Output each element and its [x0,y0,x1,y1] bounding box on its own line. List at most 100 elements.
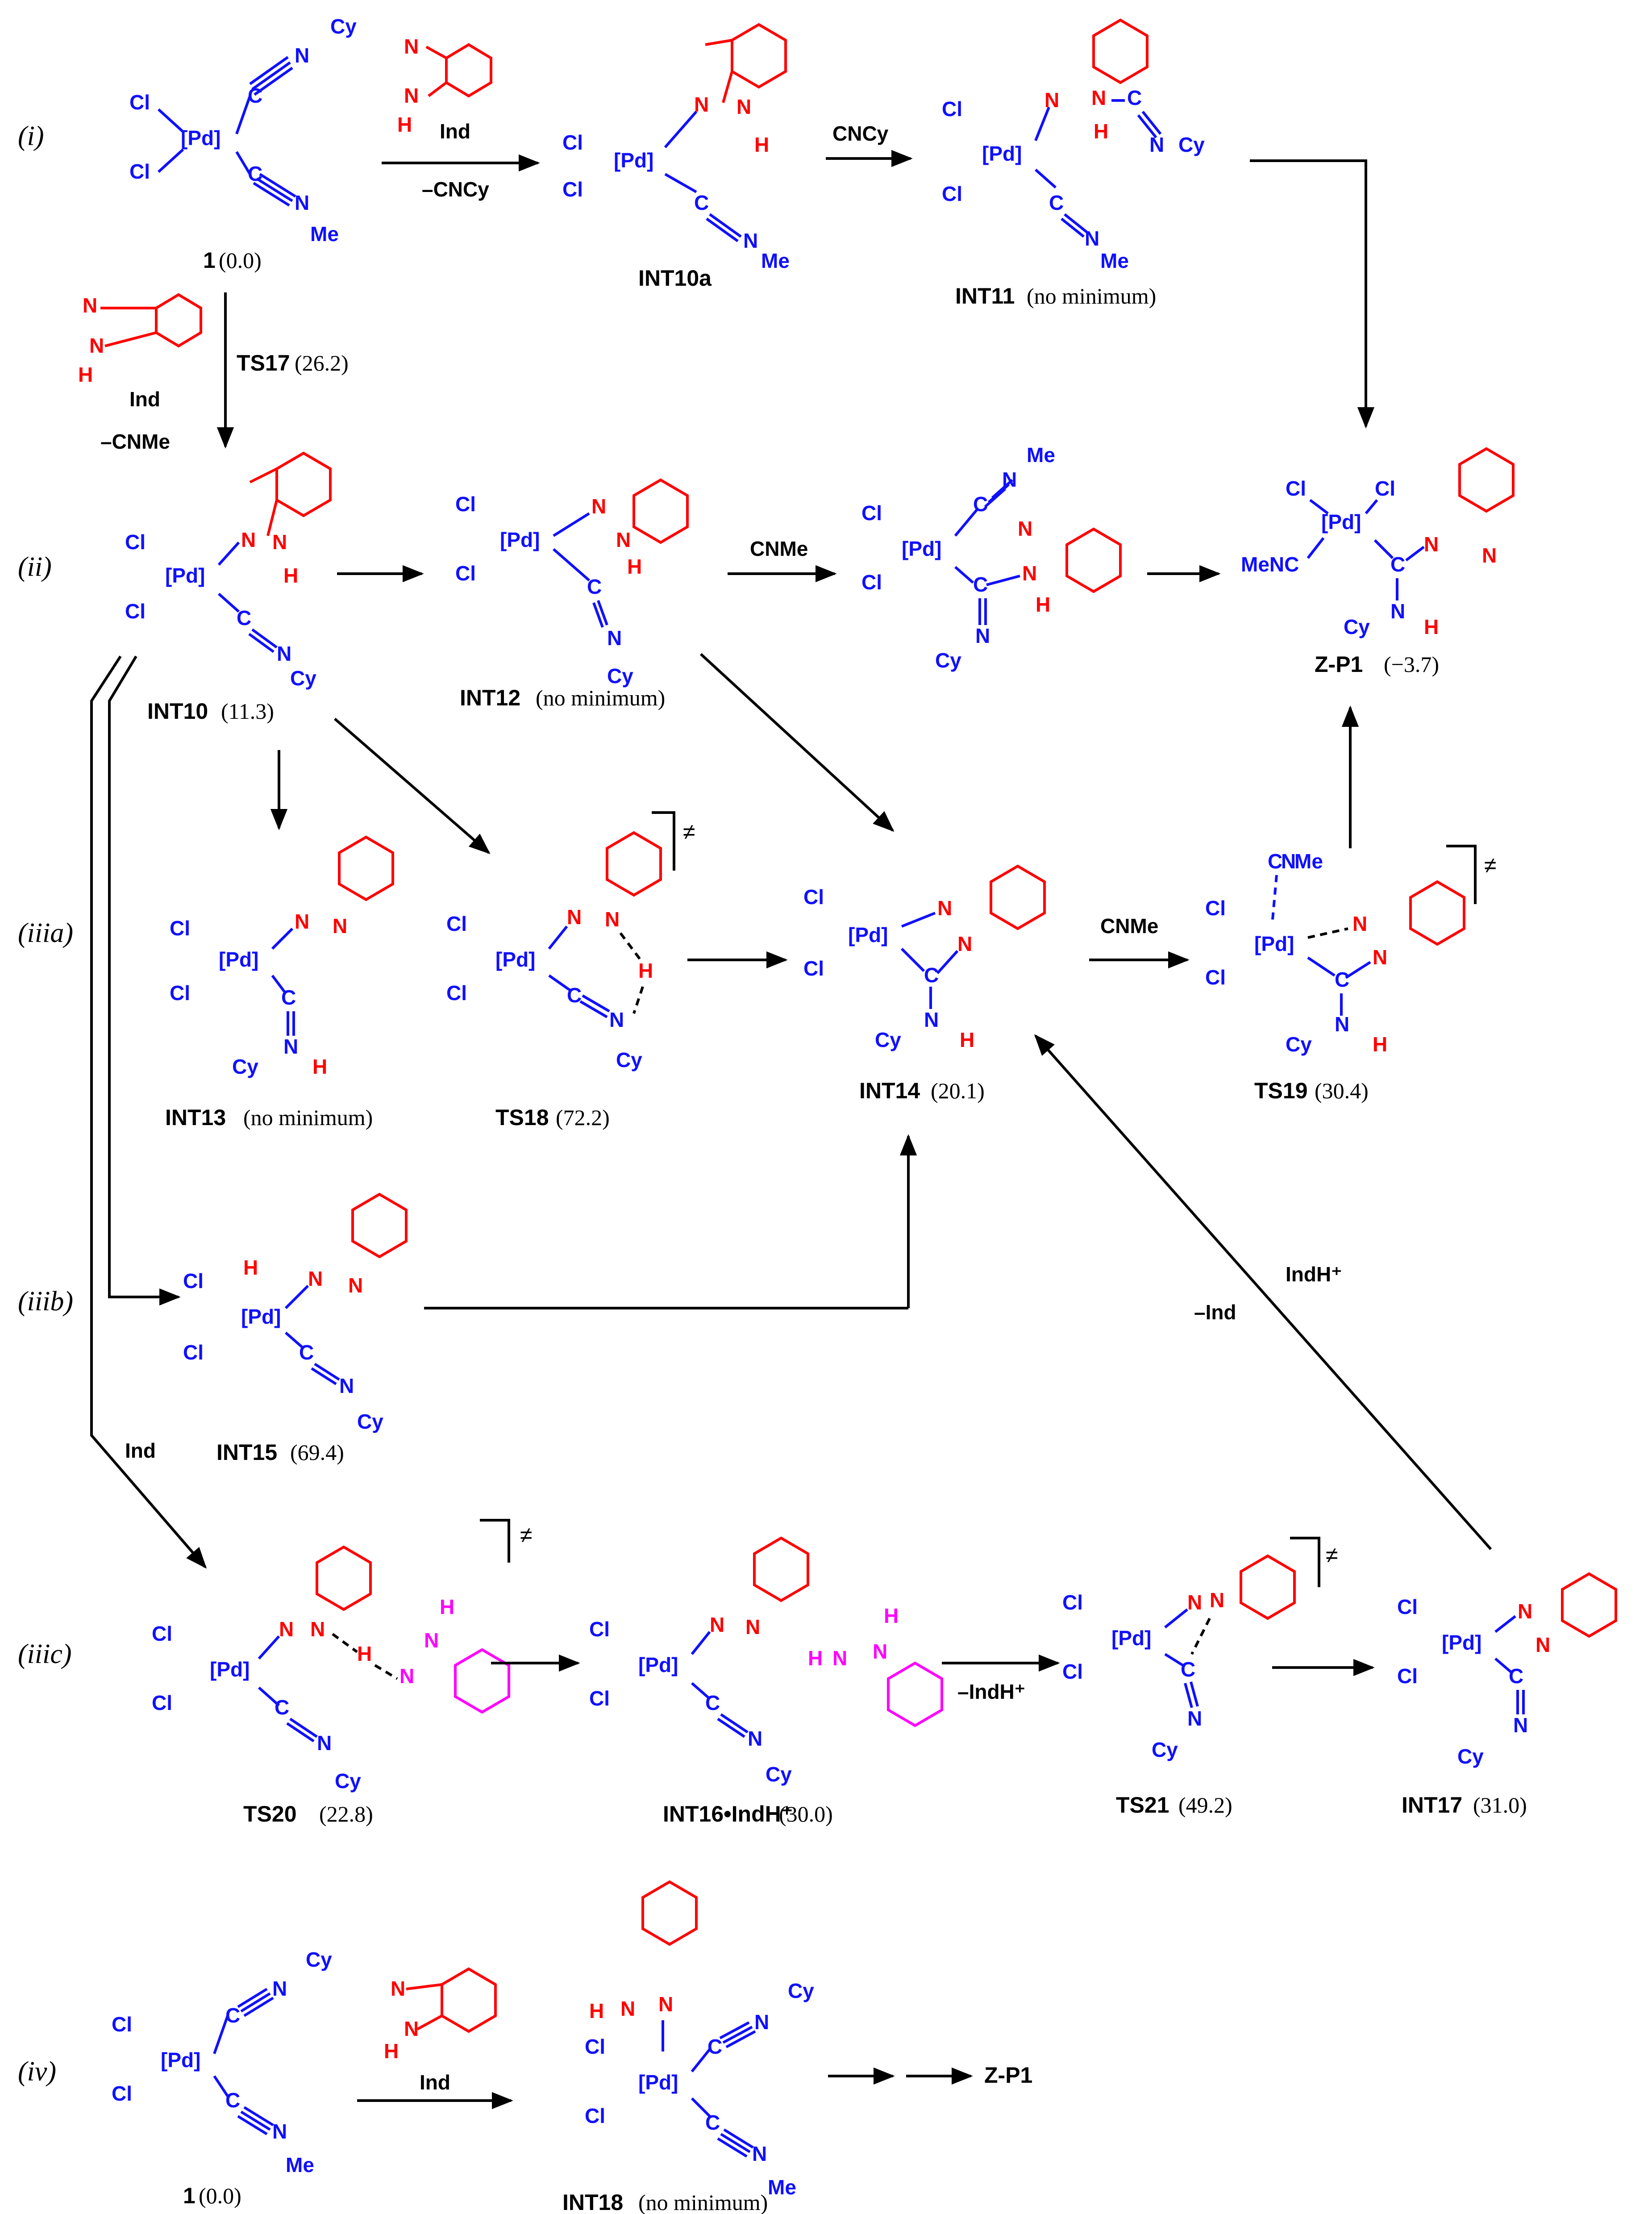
ts-symbol-ts20: ≠ [520,1522,532,1547]
atom-cl: Cl [152,1622,172,1645]
atom-pd: [Pd] [241,1305,281,1328]
atom-h: H [627,555,642,578]
structure-int15: Cl Cl [Pd] H N N C N Cy [183,1192,408,1433]
atom-me: Me [761,249,790,272]
label-zp1: Z-P1 [1315,652,1363,677]
label-int18: INT18 [562,2190,623,2214]
cond-ind-2: Ind [129,388,160,411]
label-ts19: TS19 [1254,1078,1308,1103]
atom-cy: Cy [335,1769,361,1793]
atom-cy: Cy [306,1948,332,1971]
atom-cy: Cy [1178,133,1205,156]
row-label-iiib: (iiib) [18,1286,73,1317]
atom-n: N [873,1640,887,1663]
note-int18: (no minimum) [638,2190,768,2214]
atom-n: N [399,1664,414,1688]
atom-cy: Cy [357,1410,383,1433]
atom-c: C [248,84,262,107]
cond-minus-indh-plus: –IndH⁺ [957,1680,1025,1703]
atom-n: N [295,44,309,67]
atom-pd: [Pd] [165,564,205,587]
atom-c: C [705,1691,720,1714]
structure-zp1: Cl Cl [Pd] MeNC C N N N Cy H [1241,447,1515,638]
arrow-int10-to-int15 [108,655,181,1306]
atom-n: N [272,1977,287,2000]
ts-symbol-ts21: ≠ [1326,1543,1338,1568]
atom-c: C [567,984,582,1007]
atom-n: N [620,1997,635,2020]
note-int11: (no minimum) [1027,284,1156,309]
atom-cl: Cl [803,885,824,909]
ts-symbol-ts19: ≠ [1484,853,1496,878]
structure-indazole-reagent-1: N N H [397,35,492,136]
atom-n: N [1390,600,1405,623]
atom-cl: Cl [589,1687,610,1710]
atom-cy: Cy [1286,1033,1312,1056]
cond-minus-ind: –Ind [1194,1301,1236,1324]
atom-n: N [1149,133,1164,156]
atom-pd: [Pd] [1111,1626,1151,1650]
structure-int14: Cl Cl [Pd] N N C N Cy H [803,864,1046,1051]
label-1-bottom: 1 [183,2183,196,2208]
label-int10a: INT10a [638,266,712,291]
atom-cl: Cl [589,1618,610,1641]
atom-c: C [1509,1664,1523,1688]
atom-cy: Cy [290,667,316,690]
atom-n: N [424,1629,439,1652]
atom-cy: Cy [875,1028,901,1051]
atom-n: N [272,530,287,554]
atom-cy: Cy [330,15,357,38]
cond-cncy: CNCy [832,122,889,145]
atom-n: N [1424,533,1439,556]
atom-h: H [78,363,93,386]
label-int13: INT13 [165,1105,226,1130]
energy-int10: (11.3) [221,699,274,724]
atom-n: N [1018,517,1032,540]
atom-c: C [694,191,709,214]
atom-c: C [587,575,602,598]
atom-c: C [1127,86,1142,109]
atom-c: C [1335,968,1349,991]
structure-indazole-reagent-3: N N H [384,1967,497,2063]
atom-n: N [975,624,990,647]
atom-cy: Cy [935,649,961,672]
atom-n: N [1482,544,1497,567]
atom-h: H [283,564,298,587]
atom-cl: Cl [152,1691,172,1714]
atom-pd: [Pd] [495,948,535,971]
atom-cl: Cl [803,957,824,980]
label-int17: INT17 [1402,1793,1462,1818]
note-int13: (no minimum) [243,1105,373,1130]
structure-cnme-adduct: Cl Cl [Pd] C N Me C N N H N Cy [861,443,1122,672]
atom-n: N [295,191,309,214]
energy-int15: (69.4) [290,1440,344,1465]
energy-zp1: (−3.7) [1384,652,1439,677]
atom-h: H [1036,593,1050,616]
atom-h: H [960,1028,974,1051]
energy-int17: (31.0) [1473,1793,1527,1818]
label-ts20: TS20 [243,1801,297,1826]
atom-c: C [275,1696,289,1719]
label-1-top: 1 [203,248,216,273]
atom-cy: Cy [788,1979,814,2002]
atom-n: N [272,2120,287,2143]
atom-cl: Cl [1397,1664,1418,1688]
atom-cy: Cy [607,664,633,688]
label-int12: INT12 [460,685,520,710]
atom-n: N [308,1267,323,1290]
atom-n: N [317,1731,332,1755]
atom-n: N [832,1647,847,1670]
atom-cnme-me: Me [1294,850,1323,873]
atom-pd: [Pd] [181,126,221,150]
energy-1-bottom: (0.0) [199,2183,241,2208]
row-label-iiia: (iiia) [18,918,73,948]
structure-int10: Cl Cl [Pd] N N H C N Cy [125,451,332,690]
atom-n: N [605,908,620,931]
energy-int16: (30.0) [779,1801,833,1826]
atom-h: H [243,1256,258,1279]
atom-c: C [1390,553,1405,576]
atom-me: Me [286,2153,314,2176]
atom-n: N [1335,1013,1349,1036]
structure-int12: Cl Cl [Pd] N N H C N Cy [455,478,689,688]
atom-cl: Cl [585,2035,605,2058]
